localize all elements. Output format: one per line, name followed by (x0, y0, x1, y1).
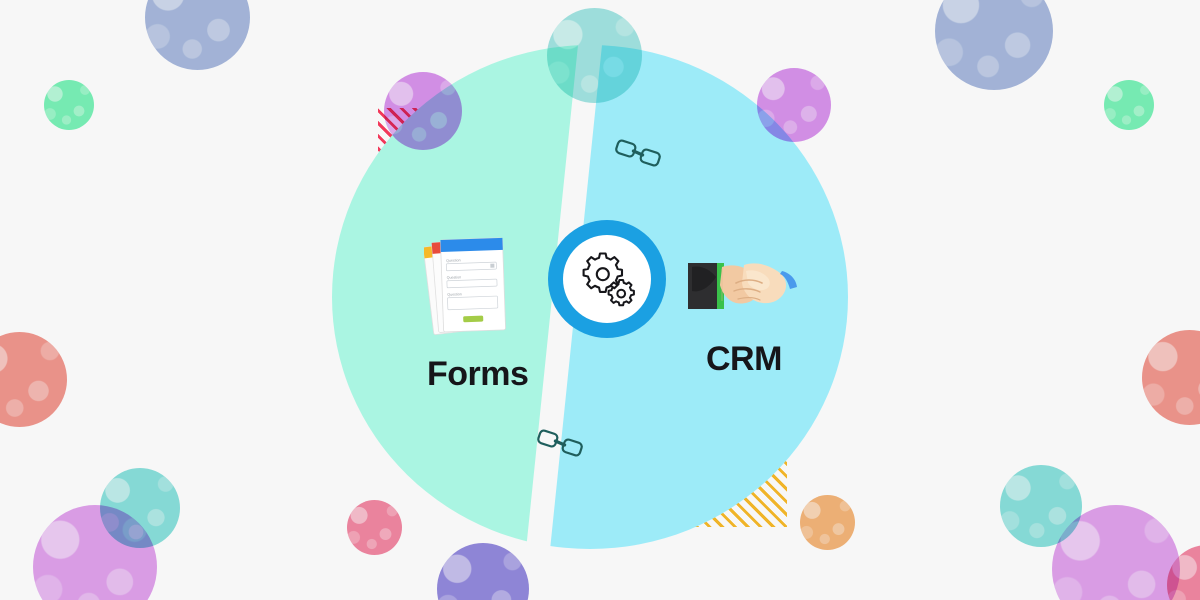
blob-bottom-right-teal (1000, 465, 1082, 547)
svg-text:Question: Question (446, 258, 461, 262)
blob-bottom-indigo (437, 543, 529, 600)
crm-label: CRM (706, 340, 782, 378)
blob-top-right-green (1104, 80, 1154, 130)
blob-bottom-left-teal (100, 468, 180, 548)
svg-text:Question: Question (447, 292, 462, 296)
forms-label: Forms (427, 355, 529, 393)
gears-icon (582, 252, 635, 307)
blob-top-right-blue (935, 0, 1053, 90)
forms-stack-icon: Question Question Question (423, 228, 516, 340)
chain-link-bottom-icon (533, 421, 588, 464)
blob-bottom-right-pink (1052, 505, 1180, 600)
chain-link-top-icon (611, 131, 666, 174)
blob-bottom-right-red2 (1167, 545, 1200, 600)
handshake-icon (686, 243, 798, 323)
blob-mid-right-red (1142, 330, 1200, 425)
blob-bottom-left-pink (33, 505, 157, 600)
blob-top-left-green (44, 80, 94, 130)
blob-mid-left-red (0, 332, 67, 427)
forms-half-shape (332, 45, 578, 549)
blob-top-left-blue (145, 0, 250, 70)
gears-badge (548, 220, 666, 338)
svg-text:Question: Question (447, 275, 462, 279)
gears-badge-inner (563, 235, 651, 323)
